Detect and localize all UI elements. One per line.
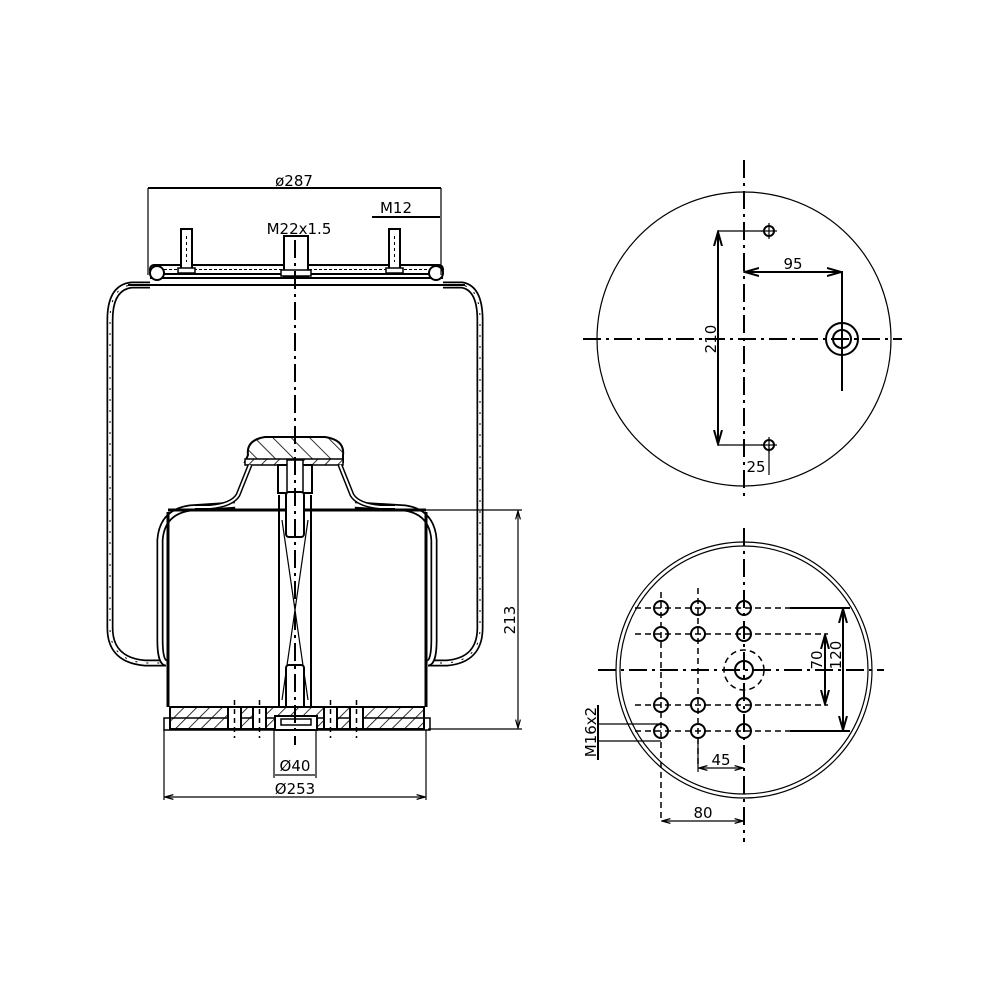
dim-column-spacing: 45 [711, 751, 730, 769]
air-inlet [825, 271, 859, 391]
bolt-holes [653, 600, 752, 739]
bottom-view: 70 120 M16x2 45 80 [582, 528, 884, 842]
dim-piston-diameter: Ø253 [275, 780, 315, 798]
dim-air-inlet-offset: 95 [783, 255, 802, 273]
dim-stud-offset: 25 [746, 458, 765, 476]
dim-inner-row-spacing: 70 [808, 650, 826, 669]
dim-center-thread: M22x1.5 [267, 220, 332, 238]
bellows [106, 281, 484, 667]
dim-stud-spacing: 210 [702, 325, 720, 354]
top-view: 210 95 25 [583, 160, 902, 500]
piston [163, 491, 431, 738]
dim-outer-column-offset: 80 [693, 804, 712, 822]
dim-outer-row-spacing: 120 [827, 641, 845, 670]
side-view: ø287 M12 M22x1.5 213 Ø40 Ø253 [106, 172, 522, 800]
dim-center-bore: Ø40 [280, 757, 311, 775]
dim-bolt-thread: M16x2 [582, 707, 600, 757]
dim-height: 213 [501, 606, 519, 635]
dim-top-plate-diameter: ø287 [275, 172, 313, 190]
side-dimensions: ø287 M12 M22x1.5 213 Ø40 Ø253 [147, 172, 522, 800]
dim-stud-thread: M12 [380, 199, 412, 217]
